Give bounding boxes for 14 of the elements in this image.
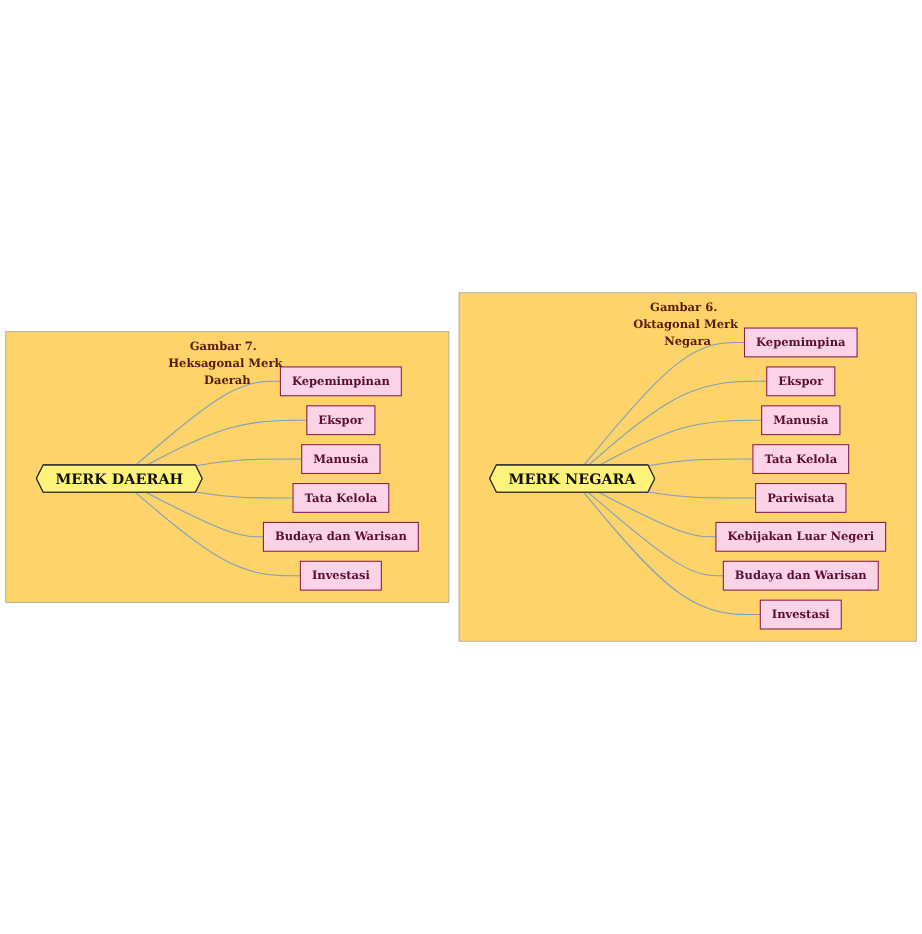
connector <box>598 419 763 466</box>
connector <box>195 491 294 499</box>
connector <box>587 380 768 466</box>
connector <box>195 458 303 467</box>
connector <box>598 492 717 538</box>
connector <box>145 419 308 466</box>
connector <box>135 492 301 577</box>
connector <box>648 458 754 467</box>
connector <box>583 492 761 616</box>
connector <box>587 492 724 577</box>
connector <box>583 341 746 466</box>
connector <box>135 380 281 466</box>
connector <box>648 491 757 499</box>
connector <box>145 492 264 538</box>
